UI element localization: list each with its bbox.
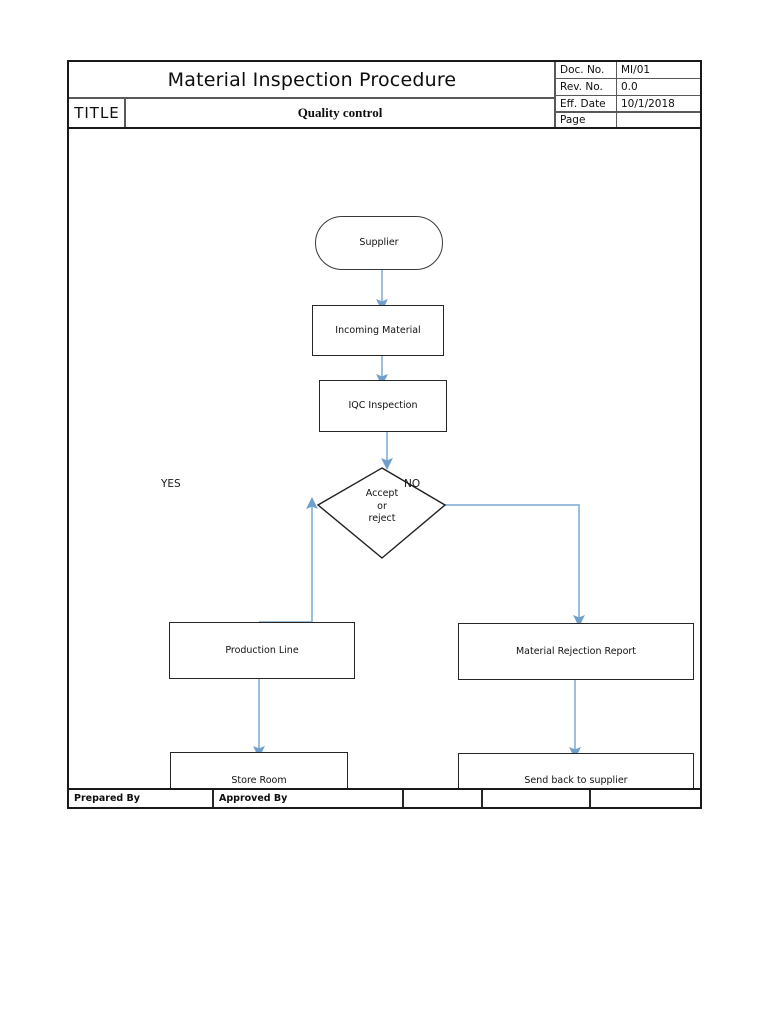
node-production-line[interactable]: Production Line [169, 622, 355, 679]
meta-rule-2 [556, 95, 700, 96]
node-iqc-inspection-label: IQC Inspection [348, 400, 418, 412]
node-material-rejection-report[interactable]: Material Rejection Report [458, 623, 694, 680]
node-send-back-to-supplier[interactable]: Send back to supplier [458, 753, 694, 788]
title-field-label: TITLE [74, 104, 120, 122]
meta-rule-3 [556, 111, 700, 113]
meta-key-eff-date: Eff. Date [560, 98, 606, 110]
meta-column-divider [616, 62, 617, 127]
branch-label-no: NO [404, 478, 421, 490]
node-send-back-to-supplier-label: Send back to supplier [524, 775, 628, 787]
node-store-room[interactable]: Store Room [170, 752, 348, 788]
footer-cell-4[interactable] [482, 790, 589, 807]
node-store-room-label: Store Room [231, 774, 287, 786]
footer-cell-3[interactable] [403, 790, 481, 807]
connector-no-to-rejection-report [445, 504, 585, 627]
footer-cell-approved-by[interactable]: Approved By [219, 793, 288, 804]
footer-divider-4 [589, 790, 591, 807]
meta-value-doc-no: MI/01 [621, 64, 651, 76]
title-field-value: Quality control [297, 105, 383, 120]
decision-accept-or-reject[interactable] [316, 467, 447, 559]
header-rule-title [69, 97, 555, 99]
decision-shape-layer [316, 467, 447, 559]
header-divider-title-label [124, 98, 126, 128]
document-frame: Material Inspection Procedure TITLE Qual… [67, 60, 702, 809]
node-production-line-label: Production Line [225, 644, 299, 656]
footer-cell-prepared-by[interactable]: Prepared By [74, 793, 140, 804]
footer-divider-1 [212, 790, 214, 807]
branch-label-yes: YES [161, 478, 181, 490]
header-bottom-rule [69, 127, 700, 129]
node-supplier[interactable]: Supplier [315, 216, 443, 270]
meta-key-page: Page [560, 113, 586, 126]
node-incoming-material[interactable]: Incoming Material [312, 305, 444, 356]
flowchart: Supplier Incoming Material IQC Inspectio… [69, 128, 700, 788]
page-title: Material Inspection Procedure [167, 69, 457, 91]
node-iqc-inspection[interactable]: IQC Inspection [319, 380, 447, 432]
footer-divider-2 [402, 790, 404, 807]
header-divider-meta [554, 62, 556, 128]
meta-rule-1 [556, 78, 700, 79]
footer-divider-3 [481, 790, 483, 807]
footer-cell-5[interactable] [590, 790, 700, 807]
meta-value-eff-date: 10/1/2018 [621, 98, 675, 110]
node-material-rejection-report-label: Material Rejection Report [515, 645, 637, 657]
node-incoming-material-label: Incoming Material [335, 324, 421, 336]
node-supplier-label: Supplier [359, 237, 399, 249]
meta-key-doc-no: Doc. No. [560, 64, 605, 76]
meta-key-rev-no: Rev. No. [560, 81, 603, 93]
footer-top-rule [69, 788, 700, 790]
meta-value-page [617, 112, 700, 127]
meta-value-rev-no: 0.0 [621, 81, 638, 93]
